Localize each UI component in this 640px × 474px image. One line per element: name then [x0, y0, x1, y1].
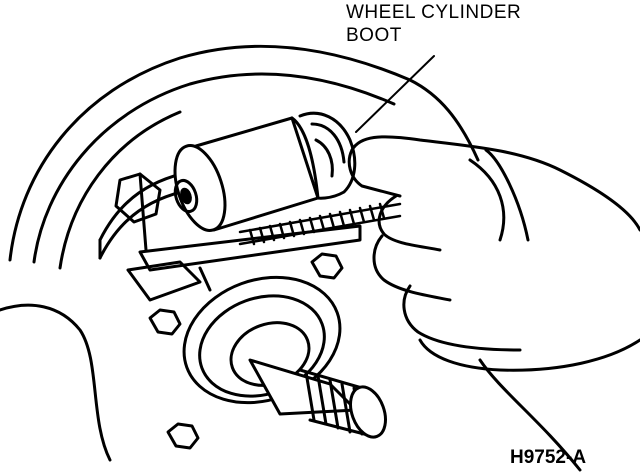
- adjuster-lever: [138, 224, 362, 272]
- hub-assembly: [182, 275, 387, 439]
- callout-leader-line: [355, 55, 435, 133]
- technician-hand: [347, 135, 640, 372]
- figure-id-label: H9752-A: [510, 447, 587, 468]
- lug-nuts: [148, 252, 344, 450]
- callout-label-line2: BOOT: [346, 25, 402, 46]
- wheel-cylinder: [173, 111, 357, 232]
- callout-label-line1: WHEEL CYLINDER: [346, 2, 522, 23]
- cylinder-mount-bracket: [114, 172, 212, 302]
